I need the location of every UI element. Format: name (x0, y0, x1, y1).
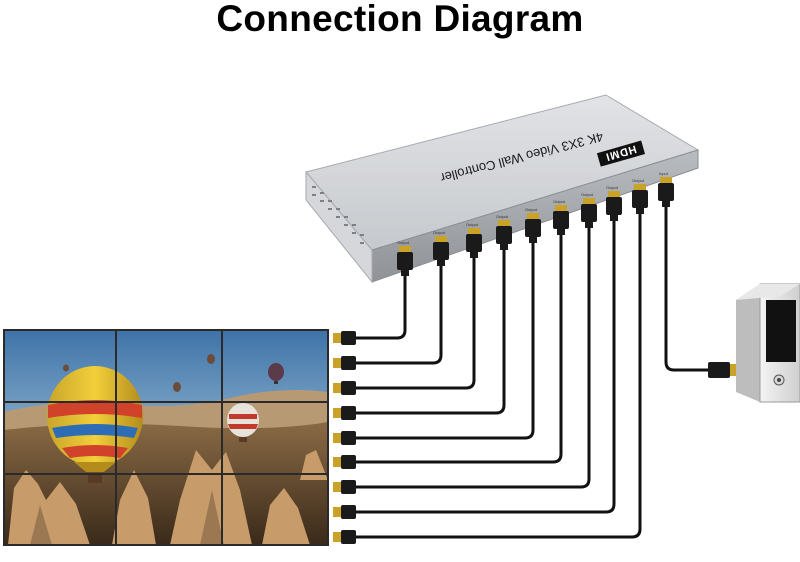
wall-plug-tip (333, 433, 341, 443)
wall-connector-7 (333, 480, 356, 494)
output-plug-strain (529, 237, 537, 243)
output-plug-strain (585, 222, 593, 228)
wall-plug-tip (333, 358, 341, 368)
output-port-label: Output (606, 185, 619, 190)
output-plug-tip (435, 236, 447, 242)
output-port-label: Output (433, 230, 446, 235)
output-port-label: Output (397, 240, 410, 245)
output-plug-tip (498, 220, 510, 226)
wall-plug-tip (333, 383, 341, 393)
input-plug-tip (660, 177, 672, 183)
output-plug-strain (437, 260, 445, 266)
output-plug-tip (555, 205, 567, 211)
output-port-label: Output (466, 222, 479, 227)
wall-plug-tip (333, 333, 341, 343)
output-plug-tip (399, 246, 411, 252)
wall-plug-body (341, 530, 356, 544)
video-wall (4, 330, 328, 545)
output-plug-strain (636, 208, 644, 214)
output-port-label: Output (581, 192, 594, 197)
pc-hdmi-connector (708, 362, 738, 378)
wall-connector-8 (333, 505, 356, 519)
cable-input (666, 207, 708, 370)
output-plug-strain (610, 215, 618, 221)
output-port-label: Output (525, 207, 538, 212)
input-plug-strain (662, 201, 670, 207)
input-plug-body (658, 183, 674, 201)
wall-plug-body (341, 455, 356, 469)
wall-plug-body (341, 480, 356, 494)
wall-connector-9 (333, 530, 356, 544)
output-plug-body (553, 211, 569, 229)
output-plug-body (397, 252, 413, 270)
output-plug-tip (634, 184, 646, 190)
wall-plug-body (341, 406, 356, 420)
wall-connector-5 (333, 431, 356, 445)
output-plug-tip (468, 228, 480, 234)
pc-plug-body (708, 362, 730, 378)
output-plug-body (525, 219, 541, 237)
source-pc (736, 284, 800, 402)
output-plug-tip (583, 198, 595, 204)
wall-plug-body (341, 331, 356, 345)
output-plug-strain (401, 270, 409, 276)
output-plug-strain (470, 252, 478, 258)
wall-plug-body (341, 505, 356, 519)
pc-drive-panel (766, 300, 796, 362)
wall-connector-2 (333, 356, 356, 370)
wall-connector-1 (333, 331, 356, 345)
wall-plug-tip (333, 532, 341, 542)
output-plug-body (581, 204, 597, 222)
wall-plug-body (341, 356, 356, 370)
wall-plug-body (341, 431, 356, 445)
wall-connector-3 (333, 381, 356, 395)
output-plug-body (632, 190, 648, 208)
output-plug-body (606, 197, 622, 215)
wall-plug-tip (333, 457, 341, 467)
cable-1 (356, 276, 405, 338)
wall-plug-tip (333, 408, 341, 418)
wall-plug-tip (333, 482, 341, 492)
output-plug-body (496, 226, 512, 244)
output-plug-tip (608, 191, 620, 197)
input-port-label: Input (659, 171, 669, 176)
output-plug-tip (527, 213, 539, 219)
output-plug-body (466, 234, 482, 252)
wall-plug-tip (333, 507, 341, 517)
wall-connector-6 (333, 455, 356, 469)
output-plug-strain (500, 244, 508, 250)
output-plug-body (433, 242, 449, 260)
wall-plug-body (341, 381, 356, 395)
output-port-label: Output (553, 199, 566, 204)
output-port-label: Output (632, 178, 645, 183)
wall-connector-4 (333, 406, 356, 420)
cable-2 (356, 266, 441, 363)
output-plug-strain (557, 229, 565, 235)
output-port-label: Output (496, 214, 509, 219)
